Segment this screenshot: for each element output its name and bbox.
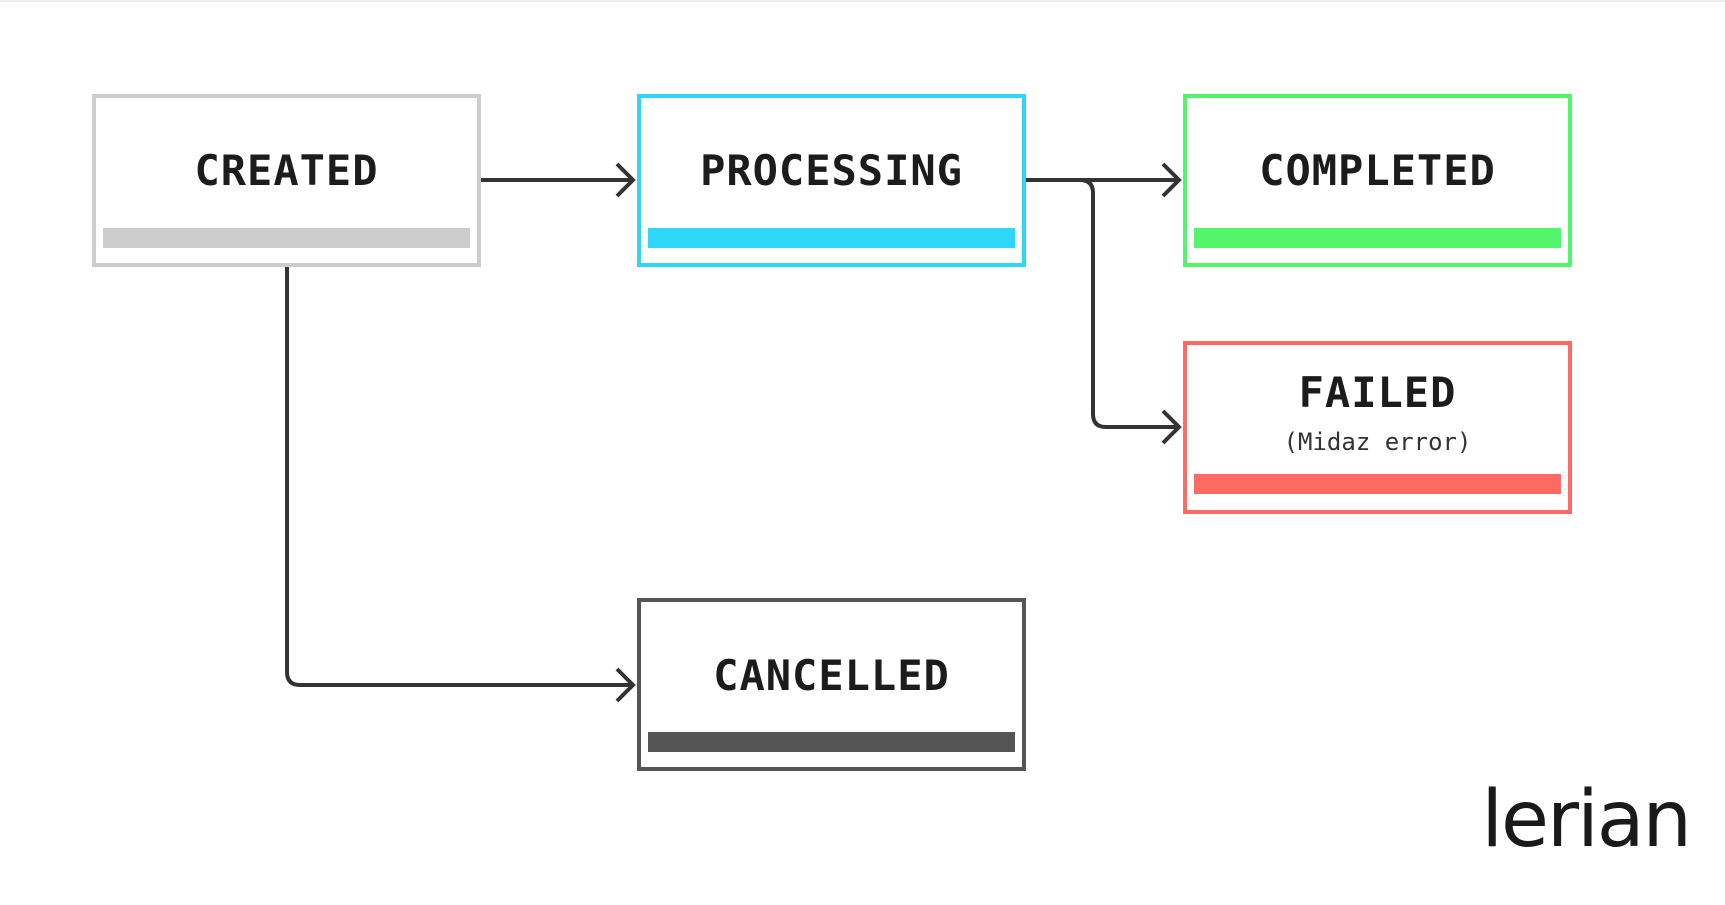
state-label: FAILED (1298, 368, 1457, 417)
state-completed: COMPLETED (1183, 94, 1572, 267)
state-label: COMPLETED (1259, 146, 1496, 195)
state-color-bar (648, 228, 1015, 248)
arrow-processing-to-completed (1026, 162, 1182, 198)
arrow-processing-to-failed (1079, 178, 1182, 445)
state-color-bar (103, 228, 470, 248)
state-color-bar (648, 732, 1015, 752)
state-label: CREATED (194, 146, 379, 195)
state-failed: FAILED (Midaz error) (1183, 341, 1572, 514)
state-label: CANCELLED (713, 651, 950, 700)
state-processing: PROCESSING (637, 94, 1026, 267)
state-cancelled: CANCELLED (637, 598, 1026, 771)
state-color-bar (1194, 474, 1561, 494)
state-created: CREATED (92, 94, 481, 267)
top-divider (0, 0, 1725, 2)
state-label: PROCESSING (700, 146, 963, 195)
brand-logo: lerian (1481, 775, 1692, 865)
state-color-bar (1194, 228, 1561, 248)
state-sublabel: (Midaz error) (1283, 428, 1472, 456)
arrow-created-to-cancelled (285, 267, 636, 703)
arrow-created-to-processing (481, 162, 636, 198)
